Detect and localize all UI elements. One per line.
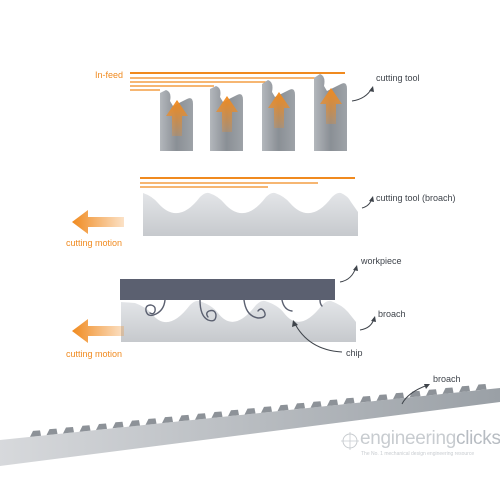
broach-tooth: [277, 404, 289, 412]
chips: [145, 299, 323, 322]
broach-bottom-label: broach: [433, 374, 461, 384]
cutting-tool-1: [160, 90, 193, 151]
infeed-lines: [130, 72, 345, 91]
broach-tooth: [393, 392, 404, 400]
broach-tooth: [195, 413, 206, 420]
feed-arrow-1-icon: [166, 100, 188, 136]
cutting-tool-label: cutting tool: [376, 73, 420, 83]
feed-arrow-4-icon: [320, 88, 342, 124]
engineeringclicks-logo-icon: [341, 432, 359, 450]
workpiece-label: workpiece: [361, 256, 402, 266]
watermark-wordmark: engineeringclicks: [360, 428, 500, 450]
broach-tooth: [162, 416, 173, 424]
broach-mid-leader: [359, 317, 375, 331]
cutting-tool-broach-label: cutting tool (broach): [376, 193, 456, 203]
broach-tooth: [46, 428, 58, 436]
broach-tooth: [310, 401, 322, 408]
cutting-tool-4: [314, 74, 347, 151]
broach-tooth: [261, 406, 272, 413]
broach-tool: [143, 192, 358, 236]
broach-tooth: [327, 399, 338, 406]
broach-tooth: [63, 426, 74, 434]
broach-tooth: [360, 396, 371, 403]
broach-tooth: [30, 430, 41, 437]
chip-leader: [293, 321, 343, 353]
broach-tooth: [459, 385, 470, 393]
broach-tooth: [409, 390, 421, 398]
broach-tooth: [343, 397, 355, 405]
broach-mid-label: broach: [378, 309, 406, 319]
broach-tooth: [376, 394, 388, 401]
cutting-motion-arrow-2-icon: [72, 319, 124, 343]
watermark-tagline: The No. 1 mechanical design engineering …: [361, 451, 475, 457]
broach-tooth: [211, 411, 223, 419]
long-broach-bar: [0, 384, 500, 466]
broach-tooth: [244, 408, 256, 415]
broach-tooth: [178, 414, 190, 422]
cutting-motion-label-2: cutting motion: [66, 349, 123, 359]
broach-tooth: [129, 420, 140, 427]
cutting-motion-label-1: cutting motion: [66, 238, 123, 248]
broach-tooth: [294, 402, 305, 410]
cutting-motion-arrow-1-icon: [72, 210, 124, 234]
broach-tooth: [112, 421, 124, 429]
workpiece: [120, 279, 335, 300]
cutting-tool-2: [210, 86, 243, 151]
broach-tooth: [426, 389, 437, 396]
watermark-name-accent: clicks: [456, 428, 500, 449]
broach-tooth: [442, 387, 454, 394]
broach-tooth: [79, 425, 91, 432]
broach-tooth: [228, 409, 239, 417]
chip-label: chip: [346, 348, 363, 358]
feed-arrow-2-icon: [216, 96, 238, 132]
broach-lower: [121, 300, 356, 342]
cutting-tool-leader: [351, 87, 373, 102]
cutting-tool-3: [262, 80, 295, 151]
broach-tooth: [475, 384, 487, 391]
infeed-label: In-feed: [95, 70, 124, 80]
broach-infeed-lines: [140, 177, 355, 188]
watermark-name-main: engineering: [360, 428, 457, 449]
broach-tooth: [96, 423, 107, 431]
broach-tooth: [145, 418, 157, 425]
feed-arrow-3-icon: [268, 92, 290, 128]
broach-bottom-leader: [401, 384, 429, 405]
